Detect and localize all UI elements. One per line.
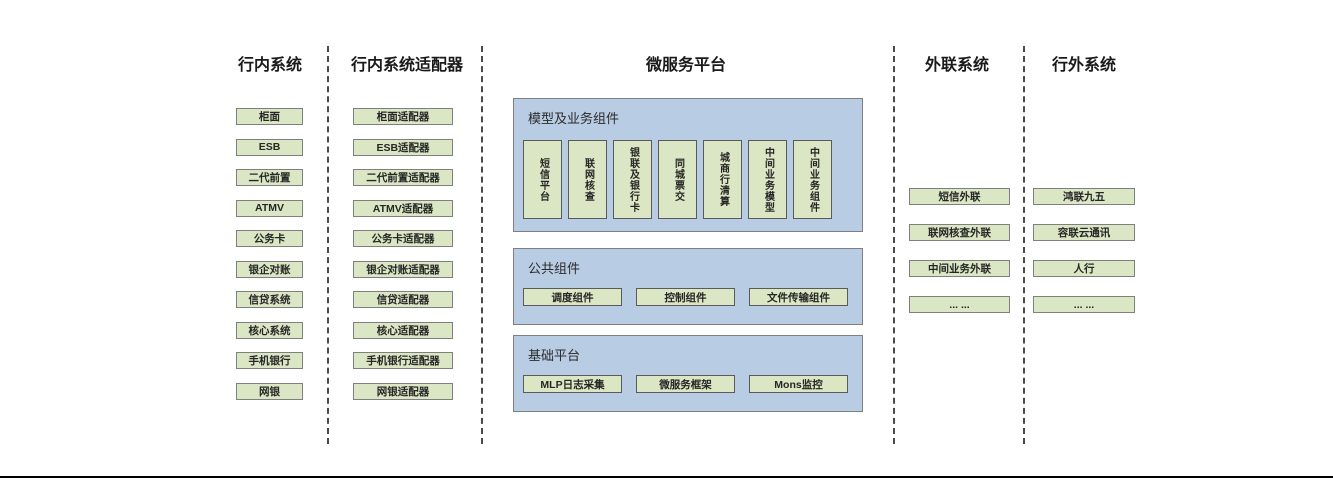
adapter-node: 柜面适配器 (353, 108, 453, 125)
adapter-node: 网银适配器 (353, 382, 453, 400)
public-components-list: 调度组件控制组件文件传输组件 (523, 288, 848, 306)
system-node: 人行 (1033, 260, 1135, 277)
column-header-external-link-systems: 外联系统 (924, 57, 989, 74)
model-components-list: 短信平台联网核查银联及银行卡同城票交城商行清算中间业务模型中间业务组件 (523, 140, 833, 219)
bottom-border-line (0, 476, 1333, 478)
system-node: ... ... (909, 296, 1010, 313)
component-node: Mons监控 (749, 375, 848, 393)
component-node: 同城票交 (658, 140, 697, 219)
external-link-systems-list: 短信外联联网核查外联中间业务外联 ... ... (909, 188, 1010, 313)
column-header-microservice-platform: 微服务平台 (645, 57, 726, 74)
component-node: 控制组件 (636, 288, 735, 306)
adapter-node: 手机银行适配器 (353, 352, 453, 369)
system-node: 联网核查外联 (909, 224, 1010, 241)
system-node: 容联云通讯 (1033, 224, 1135, 241)
component-node: 中间业务模型 (748, 140, 787, 219)
component-node: 调度组件 (523, 288, 622, 306)
system-node: 短信外联 (909, 188, 1010, 205)
adapter-node: 核心适配器 (353, 321, 453, 339)
system-node: ESB (236, 138, 303, 156)
system-node: 二代前置 (236, 169, 303, 186)
panel-public-components: 公共组件 调度组件控制组件文件传输组件 (513, 248, 863, 325)
component-node: 短信平台 (523, 140, 562, 219)
component-node: 银联及银行卡 (613, 140, 652, 219)
outside-bank-systems-list: 鸿联九五容联云通讯人行 ... ... (1033, 188, 1135, 313)
adapter-node: 信贷适配器 (353, 291, 453, 308)
adapter-node: ATMV适配器 (353, 199, 453, 217)
adapter-node: 银企对账适配器 (353, 260, 453, 278)
panel-title: 模型及业务组件 (528, 111, 620, 126)
system-node: ... ... (1033, 296, 1135, 313)
system-node: 中间业务外联 (909, 260, 1010, 277)
panel-base-platform: 基础平台 MLP日志采集微服务框架 Mons监控 (513, 335, 863, 412)
system-node: 网银 (236, 382, 303, 400)
component-node: MLP日志采集 (523, 375, 622, 393)
component-node: 文件传输组件 (749, 288, 848, 306)
adapter-node: 公务卡适配器 (353, 230, 453, 247)
system-node: 银企对账 (236, 260, 303, 278)
system-node: ATMV (236, 199, 303, 217)
system-node: 柜面 (236, 108, 303, 125)
component-node: 中间业务组件 (793, 140, 832, 219)
panel-title: 公共组件 (528, 261, 581, 276)
base-platform-list: MLP日志采集微服务框架 Mons监控 (523, 375, 848, 393)
column-header-internal-adapters: 行内系统适配器 (350, 57, 463, 74)
system-node: 公务卡 (236, 230, 303, 247)
system-node: 鸿联九五 (1033, 188, 1135, 205)
column-separator (327, 46, 329, 444)
column-separator (481, 46, 483, 444)
component-node: 微服务框架 (636, 375, 735, 393)
system-node: 信贷系统 (236, 291, 303, 308)
component-node: 城商行清算 (703, 140, 742, 219)
system-node: 核心系统 (236, 321, 303, 339)
column-separator (1023, 46, 1025, 444)
internal-adapters-list: 柜面适配器 ESB适配器二代前置适配器 ATMV适配器公务卡适配器银企对账适配器信贷… (353, 108, 453, 400)
internal-systems-list: 柜面 ESB 二代前置 ATMV 公务卡银企对账信贷系统核心系统手机银行网银 (236, 108, 303, 400)
component-node: 联网核查 (568, 140, 607, 219)
panel-model-business-components: 模型及业务组件 短信平台联网核查银联及银行卡同城票交城商行清算中间业务模型中间业… (513, 98, 863, 232)
adapter-node: 二代前置适配器 (353, 169, 453, 186)
column-header-outside-bank-systems: 行外系统 (1051, 57, 1116, 74)
column-separator (893, 46, 895, 444)
panel-title: 基础平台 (528, 348, 581, 363)
column-header-internal-systems: 行内系统 (237, 57, 302, 74)
adapter-node: ESB适配器 (353, 138, 453, 156)
system-node: 手机银行 (236, 352, 303, 369)
